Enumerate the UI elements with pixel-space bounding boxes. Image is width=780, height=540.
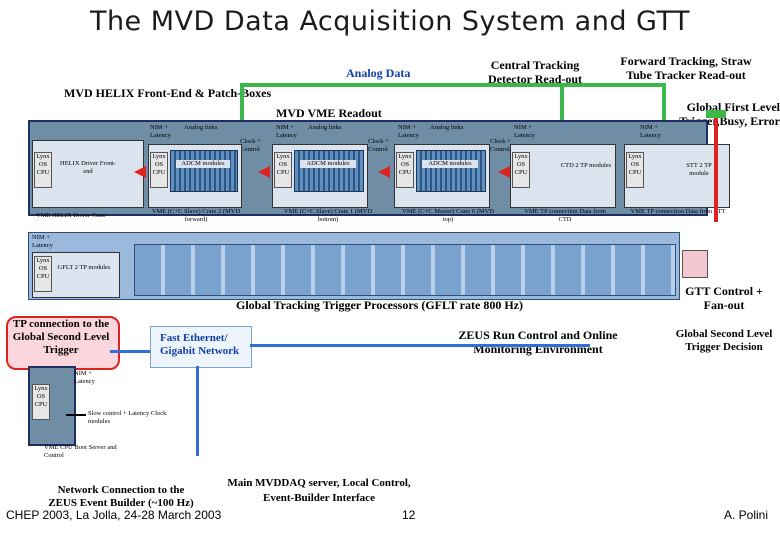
slow-control-label: Slow control + Latency Clock modules (88, 410, 167, 425)
crate1-nim-latency: NIM + Latency (276, 124, 297, 139)
boot-server-label: VME CPU Boot Server and Control (44, 444, 117, 459)
crate2-nim-latency: NIM + Latency (150, 124, 171, 139)
crate2-adcm-label: ADCM modules (176, 160, 230, 168)
slow-nim-latency: NIM + Latency (74, 370, 95, 385)
fast-ethernet-box (150, 326, 252, 368)
network-line-down (196, 366, 199, 456)
stt-tp-connection-label: VME TP connection Data from STT (630, 208, 726, 215)
crate1-analog-links: Analog links (308, 124, 342, 131)
author-footer: A. Polini (724, 508, 769, 522)
trigger-arrow-crate2 (258, 166, 270, 178)
tp-connection-label: TP connection to the Global Second Level… (12, 318, 110, 356)
crate0-label: VME (C+C Master) Crate 0 (MVD top) (402, 208, 494, 223)
gflt-trigger-line (714, 114, 718, 222)
helix-crate-cpu: Lynx OS CPU (34, 152, 52, 188)
crate0-adcm-label: ADCM modules (422, 160, 478, 168)
helix-driver-frontend-label: HELIX Driver Front-end (60, 160, 116, 175)
helix-driver-crate-label: VME HELIX Driver Crate (36, 212, 106, 219)
crate0-clock-control: Clock + Control (490, 138, 511, 153)
ctd2tp-cpu: Lynx OS CPU (512, 152, 530, 188)
crate2-analog-links: Analog links (184, 124, 218, 131)
ctd-tp-connection-label: VME TP connection Data from CTD (524, 208, 606, 223)
crate2-cpu: Lynx OS CPU (150, 152, 168, 188)
crate2-clock-control: Clock + Control (240, 138, 261, 153)
helix-feed-line (240, 83, 244, 121)
gtt-nim-latency: NIM + Latency (32, 234, 53, 249)
stt-nim-latency: NIM + Latency (640, 124, 661, 139)
ctd2tp-label: CTD 2 TP modules (560, 162, 612, 169)
fast-ethernet-label: Fast Ethernet/ Gigabit Network (160, 332, 240, 357)
ctd-readout-label: Central Tracking Detector Read-out (487, 58, 583, 86)
gflt2tp-label: GFLT 2 TP modules (57, 264, 111, 271)
ctd-nim-latency: NIM + Latency (514, 124, 535, 139)
slow-control-cpu: Lynx OS CPU (32, 384, 50, 420)
ctd-feed-line (560, 83, 564, 121)
network-connection-label: Network Connection to the ZEUS Event Bui… (48, 484, 194, 509)
main-server-label: Main MVDDAQ server, Local Control, Event… (227, 477, 411, 504)
helix-frontend-label: MVD HELIX Front-End & Patch-Boxes (64, 86, 272, 100)
analog-data-label: Analog Data (346, 66, 411, 80)
crate2-adcm-cards (170, 150, 238, 192)
network-line-tp (110, 350, 150, 353)
crate1-clock-control: Clock + Control (368, 138, 389, 153)
crate0-cpu: Lynx OS CPU (396, 152, 414, 188)
gtt-processor-cards (134, 244, 676, 296)
gflt-green-cap (706, 110, 726, 118)
conference-footer: CHEP 2003, La Jolla, 24-28 March 2003 (6, 508, 222, 522)
stt-feed-line (662, 83, 666, 121)
forward-tracking-label: Forward Tracking, Straw Tube Tracker Rea… (620, 54, 752, 82)
crate1-adcm-label: ADCM modules (300, 160, 356, 168)
crate1-adcm-cards (294, 150, 364, 192)
page-number: 12 (402, 508, 416, 522)
mvd-vme-readout-label: MVD VME Readout (276, 106, 382, 120)
global-second-level-label: Global Second Level Trigger Decision (675, 328, 773, 353)
crate2-label: VME (C+C Slave) Crate 2 (MVD forward) (151, 208, 241, 223)
trigger-arrow-crate1 (378, 166, 390, 178)
analog-data-line (240, 83, 664, 87)
gtt-control-box (682, 250, 708, 278)
crate0-adcm-cards (416, 150, 486, 192)
crate1-cpu: Lynx OS CPU (274, 152, 292, 188)
page-title: The MVD Data Acquisition System and GTT (89, 6, 691, 37)
zeus-run-control-label: ZEUS Run Control and Online Monitoring E… (458, 328, 618, 356)
stt2tp-cpu: Lynx OS CPU (626, 152, 644, 188)
gtt-control-label: GTT Control + Fan-out (685, 284, 763, 312)
trigger-arrow-helix (134, 166, 146, 178)
gtt-processors-label: Global Tracking Trigger Processors (GFLT… (236, 298, 523, 312)
slow-control-pointer (66, 414, 86, 416)
crate0-nim-latency: NIM + Latency (398, 124, 419, 139)
crate0-analog-links: Analog links (430, 124, 464, 131)
network-line-zeus (250, 344, 590, 347)
gflt2tp-cpu: Lynx OS CPU (34, 256, 52, 292)
trigger-arrow-crate0 (498, 166, 510, 178)
crate1-label: VME (C+C Slave) Crate 1 (MVD bottom) (283, 208, 373, 223)
stt2tp-label: STT 2 TP module (686, 162, 712, 177)
